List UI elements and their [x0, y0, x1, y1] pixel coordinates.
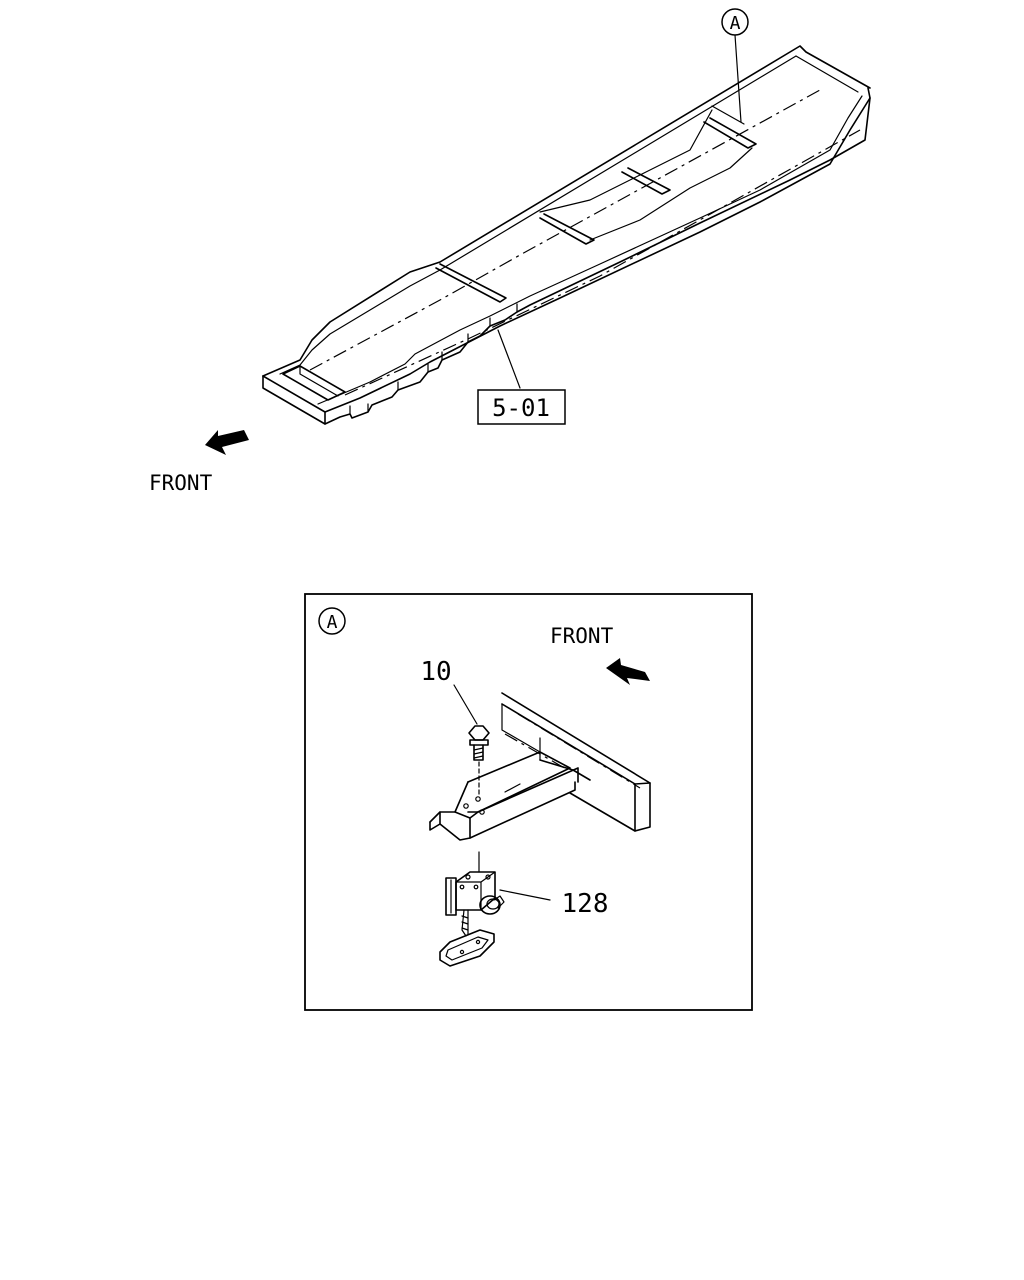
part-label-128: 128	[562, 889, 609, 919]
reference-box-label: 5-01	[492, 394, 550, 422]
frame-section	[429, 692, 651, 841]
front-arrow-icon	[205, 430, 249, 455]
callout-a-overview[interactable]: A	[721, 8, 749, 36]
part-label-10: 10	[420, 657, 451, 687]
reference-box-5-01[interactable]: 5-01	[477, 389, 566, 425]
part-128-assembly[interactable]	[439, 851, 551, 967]
front-label-detail: FRONT	[550, 624, 614, 648]
callout-a-label: A	[730, 13, 741, 34]
front-label-overview: FRONT	[149, 471, 213, 495]
callout-a-detail: A	[318, 607, 346, 635]
bolt-10[interactable]	[453, 684, 490, 797]
chassis-frame	[262, 34, 871, 425]
front-arrow-detail-icon	[606, 658, 650, 685]
callout-a-detail-label: A	[327, 612, 338, 633]
detail-a-panel	[304, 593, 753, 1011]
